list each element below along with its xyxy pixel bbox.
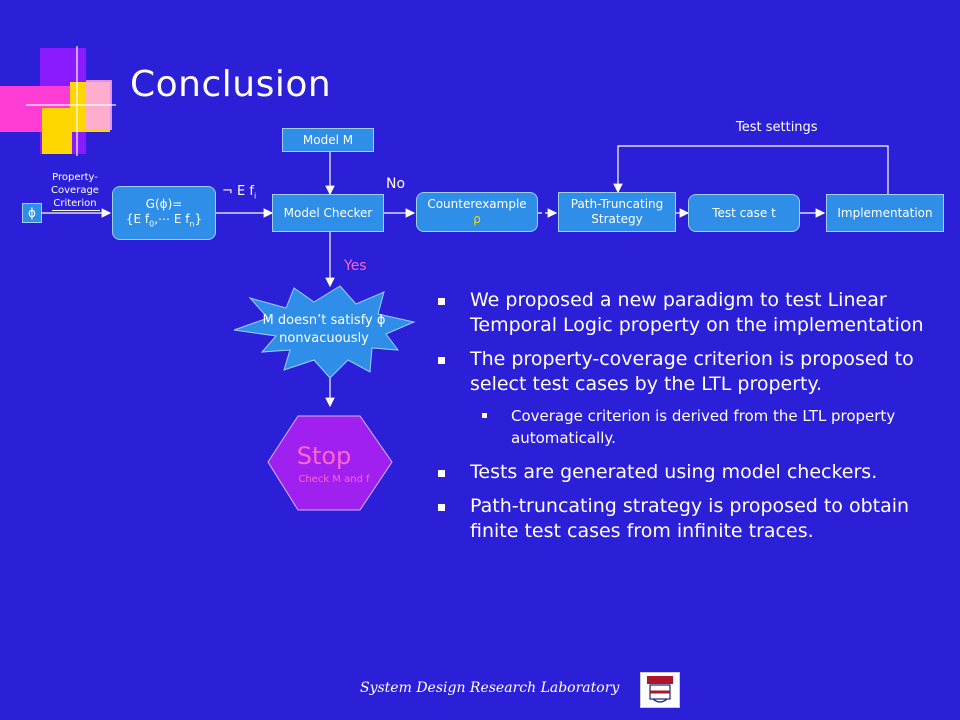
path-truncating-box: Path-Truncating Strategy xyxy=(558,192,676,232)
counterexample-box: Counterexample ρ xyxy=(416,192,538,232)
g-box-line2: {E f0,⋯ E fn} xyxy=(126,212,202,229)
arrow-feedback-loop xyxy=(613,145,889,194)
stop-title: Stop xyxy=(296,442,352,470)
page-title: Conclusion xyxy=(130,64,332,105)
footer-text: System Design Research Laboratory xyxy=(360,680,620,696)
g-mid: ,⋯ E f xyxy=(154,211,190,226)
phi-box: ϕ xyxy=(22,203,42,223)
nonvacuous-star-shape xyxy=(233,285,416,379)
bullet-item: Tests are generated using model checkers… xyxy=(438,460,938,485)
counterexample-text: Counterexample xyxy=(427,197,527,211)
sub-bullet-item: Coverage criterion is derived from the L… xyxy=(438,405,938,450)
coverage-criterion-box: G(ϕ)= {E f0,⋯ E fn} xyxy=(112,186,216,240)
no-label: No xyxy=(386,176,406,192)
rho-symbol: ρ xyxy=(473,212,481,226)
neg-ef-sub-i: i xyxy=(253,191,257,201)
property-coverage-label: Property- Coverage Criterion xyxy=(51,172,99,209)
g-prefix: {E f xyxy=(125,211,150,226)
g-suffix: } xyxy=(194,211,203,226)
property-coverage-underline xyxy=(52,210,100,211)
g-sub-n: n xyxy=(189,219,195,229)
g-box-line1: G(ϕ)= xyxy=(145,196,183,211)
phi-symbol: ϕ xyxy=(28,205,36,220)
implementation-box: Implementation xyxy=(826,194,944,232)
bullet-item: We proposed a new paradigm to test Linea… xyxy=(438,288,938,337)
stop-hexagon-shape xyxy=(267,415,393,511)
bullet-item: The property-coverage criterion is propo… xyxy=(438,347,938,396)
test-case-box: Test case t xyxy=(688,194,800,232)
model-checker-box: Model Checker xyxy=(272,194,384,232)
bullet-item: Path-truncating strategy is proposed to … xyxy=(438,494,938,543)
university-seal-icon xyxy=(640,672,680,708)
neg-ef-prefix: ¬ E f xyxy=(222,184,254,199)
yes-label: Yes xyxy=(344,258,367,274)
stop-subtitle: Check M and f xyxy=(298,474,370,485)
conclusion-bullets: We proposed a new paradigm to test Linea… xyxy=(438,288,938,554)
g-sub-0: 0 xyxy=(149,219,155,229)
test-settings-label: Test settings xyxy=(736,120,818,135)
negated-formula-label: ¬ E fi xyxy=(222,184,256,201)
nonvacuous-star-text: M doesn’t satisfy ϕ nonvacuously xyxy=(262,313,386,346)
model-m-box: Model M xyxy=(282,128,374,152)
